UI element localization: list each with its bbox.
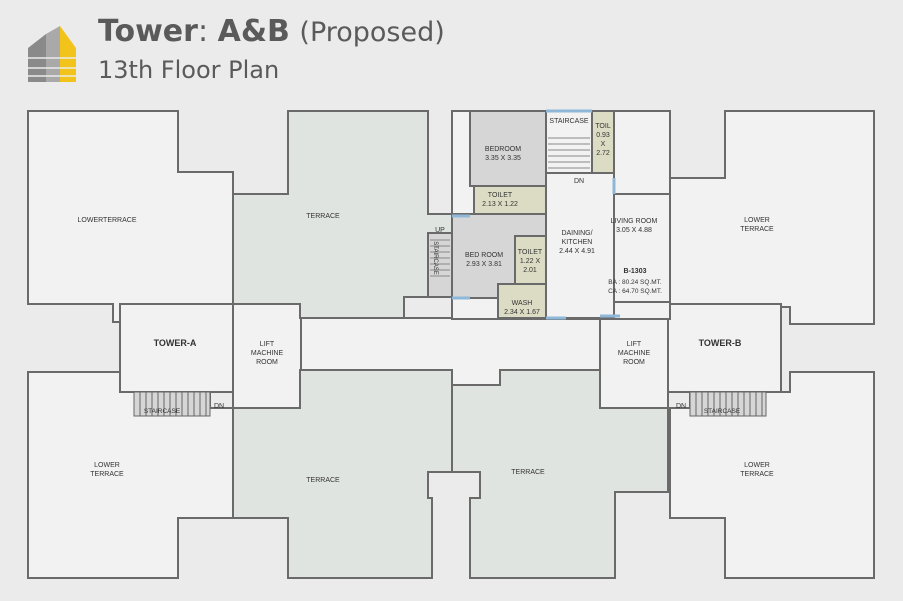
wash-size: 2.34 X 1.67 [504, 309, 540, 316]
staircase-a [133, 391, 211, 417]
toil-small-h: 2.72 [596, 150, 610, 157]
wash-label: WASH [512, 300, 533, 307]
tower-b-core [667, 303, 782, 393]
toilet2-label: TOILET [518, 249, 543, 256]
terrace-top [232, 110, 453, 319]
terrace-bottom-left [232, 369, 453, 579]
staircase-b [689, 391, 767, 417]
bedroom1-size: 3.35 X 3.35 [485, 155, 521, 162]
tower-a-core [119, 303, 234, 393]
toil-small-x: X [601, 141, 606, 148]
living-room-label: LIVING ROOM [611, 218, 658, 225]
bedroom1-label: BEDROOM [485, 146, 521, 153]
proposed-label: (Proposed) [299, 17, 445, 48]
lift-b-label1: LIFT [627, 341, 642, 348]
tower-sep: : [197, 14, 209, 49]
toil-small-label: TOIL [595, 123, 611, 130]
unit-ba: BA : 80.24 SQ.MT. [608, 279, 662, 286]
toil-small-w: 0.93 [596, 132, 610, 139]
bedroom2-label: BED ROOM [465, 252, 503, 259]
lift-a-label2: MACHINE [251, 350, 284, 357]
staircase-vert-label: STAIRCASE [432, 241, 438, 275]
lift-b-label3: ROOM [623, 359, 645, 366]
lower-terrace-tr-label2: TERRACE [740, 226, 774, 233]
toilet2-size2: 2.01 [523, 267, 537, 274]
kitchen [545, 172, 615, 319]
dn-b-label: DN [676, 403, 686, 410]
staircase-a-label: STAIRCASE [144, 408, 181, 415]
lower-terrace-top-right [669, 110, 875, 325]
dn-top-label: DN [574, 178, 584, 185]
terrace-bl-label: TERRACE [306, 477, 340, 484]
kitchen-size: 2.44 X 4.91 [559, 248, 595, 255]
tower-b-label: TOWER-B [699, 338, 742, 348]
lower-terrace-tl-label: LOWERTERRACE [78, 217, 137, 224]
floor-title: 13th Floor Plan [98, 56, 280, 84]
bedroom2-size: 2.93 X 3.81 [466, 261, 502, 268]
lift-a-label1: LIFT [260, 341, 275, 348]
unit-ca: CA : 64.70 SQ.MT. [608, 288, 662, 295]
lower-terrace-br-label2: TERRACE [740, 471, 774, 478]
building-logo-icon [28, 26, 76, 82]
wash-area [497, 283, 547, 319]
terrace-bc-label: TERRACE [511, 469, 545, 476]
living-room-size: 3.05 X 4.88 [616, 227, 652, 234]
lift-b-label2: MACHINE [618, 350, 651, 357]
toilet1-size: 2.13 X 1.22 [482, 201, 518, 208]
title-block: Tower: A&B (Proposed) 13th Floor Plan [98, 12, 445, 85]
lower-terrace-tr-label1: LOWER [744, 217, 770, 224]
tower-label: Tower [98, 14, 198, 49]
staircase-top-label: STAIRCASE [549, 118, 588, 125]
lower-terrace-bl-label1: LOWER [94, 462, 120, 469]
toilet2-size1: 1.22 X [520, 258, 541, 265]
lower-terrace-bl-label2: TERRACE [90, 471, 124, 478]
living-room [613, 193, 671, 303]
terrace-top-label: TERRACE [306, 213, 340, 220]
staircase-b-label: STAIRCASE [704, 408, 741, 415]
dn-a-label: DN [214, 403, 224, 410]
tower-a-label: TOWER-A [154, 338, 197, 348]
stair-up [427, 232, 453, 298]
kitchen-label2: KITCHEN [562, 239, 593, 246]
toilet1-label: TOILET [488, 192, 513, 199]
page-title: Tower: A&B (Proposed) [98, 12, 445, 53]
unit-number: B-1303 [624, 268, 647, 275]
toilet-1 [473, 185, 547, 215]
terrace-bottom-center [451, 369, 669, 579]
lift-a-label3: ROOM [256, 359, 278, 366]
tower-name: A&B [217, 14, 290, 49]
up-label: UP [435, 227, 445, 234]
lower-terrace-br-label1: LOWER [744, 462, 770, 469]
kitchen-label1: DAINING/ [561, 230, 592, 237]
